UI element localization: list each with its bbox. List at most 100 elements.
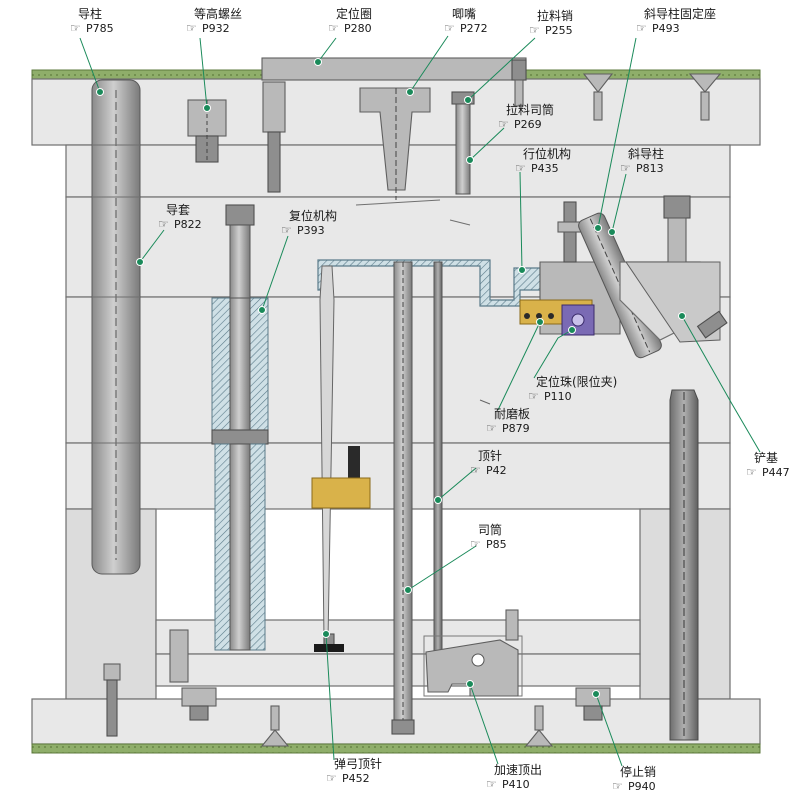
pointing-hand-icon: ☞ xyxy=(158,217,169,231)
callout-name: 唧嘴 xyxy=(452,7,476,21)
callout-page-ref[interactable]: P785 xyxy=(86,22,114,35)
pointing-hand-icon: ☞ xyxy=(470,463,481,477)
leader-dot xyxy=(464,96,472,104)
sprue-bushing xyxy=(355,87,441,206)
leader-dot xyxy=(568,326,576,334)
callout-ejector-sleeve: 司筒☞P85 xyxy=(404,522,507,594)
callout-name: 行位机构 xyxy=(523,146,571,161)
callout-name: 耐磨板 xyxy=(494,407,530,421)
leader-dot xyxy=(678,312,686,320)
callout-name: 铲基 xyxy=(754,450,778,465)
leader-line xyxy=(317,37,337,63)
leader-dot xyxy=(258,306,266,314)
leader-line xyxy=(681,315,761,453)
leader-line xyxy=(79,37,101,93)
pointing-hand-icon: ☞ xyxy=(186,21,197,35)
stop-pins xyxy=(169,629,611,721)
pointing-hand-icon: ☞ xyxy=(486,777,497,791)
callout-page-ref[interactable]: P452 xyxy=(342,772,370,785)
callout-page-ref[interactable]: P42 xyxy=(486,464,507,477)
callout-page-ref[interactable]: P813 xyxy=(636,162,664,175)
leader-dot xyxy=(322,630,330,638)
callout-name: 等高螺丝 xyxy=(194,6,242,21)
ejector-sleeve-rod xyxy=(391,261,415,735)
leader-line xyxy=(409,35,449,93)
leader-dot xyxy=(608,228,616,236)
leader-line xyxy=(533,329,573,379)
callout-page-ref[interactable]: P435 xyxy=(531,162,559,175)
callout-name: 弹弓顶针 xyxy=(334,756,382,771)
pointing-hand-icon: ☞ xyxy=(529,23,540,37)
callout-name: 导套 xyxy=(166,203,190,217)
callout-name: 定位珠(限位夹) xyxy=(536,374,617,389)
pointing-hand-icon: ☞ xyxy=(328,21,339,35)
callout-page-ref[interactable]: P85 xyxy=(486,538,507,551)
leader-dot xyxy=(406,88,414,96)
top-screw-right xyxy=(511,59,722,121)
callout-reset-mechanism: 复位机构☞P393 xyxy=(258,208,337,314)
leader-line xyxy=(325,633,335,761)
pointing-hand-icon: ☞ xyxy=(498,117,509,131)
callout-heel-block: 铲基☞P447 xyxy=(678,312,790,479)
labels-layer: 导柱☞P785等高螺丝☞P932定位圈☞P280唧嘴☞P272拉料销☞P255斜… xyxy=(70,6,790,793)
pointing-hand-icon: ☞ xyxy=(515,161,526,175)
top-plate-screw xyxy=(262,81,286,193)
callout-spring-ejector: 弹弓顶针☞ P452 xyxy=(322,630,382,785)
callout-name: 停止销 xyxy=(620,764,656,779)
callout-page-ref[interactable]: P410 xyxy=(502,778,530,791)
pointing-hand-icon: ☞ xyxy=(70,21,81,35)
leader-dot xyxy=(136,258,144,266)
callout-page-ref[interactable]: P879 xyxy=(502,422,530,435)
leader-line xyxy=(407,545,477,591)
leader-line xyxy=(519,171,523,271)
pointing-hand-icon: ☞ xyxy=(620,161,631,175)
leader-dot xyxy=(466,156,474,164)
callout-page-ref[interactable]: P822 xyxy=(174,218,202,231)
callout-page-ref[interactable]: P255 xyxy=(545,24,573,37)
leader-line xyxy=(437,467,477,501)
leader-dot xyxy=(518,266,526,274)
leader-line xyxy=(469,683,499,765)
pointing-hand-icon: ☞ xyxy=(636,21,647,35)
callout-slide-mechanism: 行位机构☞ P435 xyxy=(515,146,571,274)
callout-page-ref[interactable]: P280 xyxy=(344,22,372,35)
pointing-hand-icon: ☞ xyxy=(326,771,337,785)
accelerated-ejection xyxy=(423,609,523,697)
callout-page-ref[interactable]: P493 xyxy=(652,22,680,35)
leader-line xyxy=(469,127,505,161)
callout-locating-ring: 定位圈☞ P280 xyxy=(314,6,372,66)
leader-dot xyxy=(466,680,474,688)
callout-name: 加速顶出 xyxy=(494,763,542,777)
callout-page-ref[interactable]: P272 xyxy=(460,22,488,35)
leader-line xyxy=(199,37,208,109)
reset-mechanism xyxy=(211,204,269,651)
bottom-screws xyxy=(103,663,554,747)
pointing-hand-icon: ☞ xyxy=(444,21,455,35)
callout-name: 拉料司筒 xyxy=(506,102,554,117)
callout-stop-pin: 停止销☞P940 xyxy=(592,690,656,793)
callout-page-ref[interactable]: P940 xyxy=(628,780,656,793)
leader-dot xyxy=(434,496,442,504)
callout-angle-pin-holder: 斜导柱固定座☞P493 xyxy=(594,6,716,232)
parting-line xyxy=(479,399,491,405)
pointing-hand-icon: ☞ xyxy=(470,537,481,551)
bottom-insulation-plate xyxy=(31,743,761,754)
pointing-hand-icon: ☞ xyxy=(281,223,292,237)
leader-line xyxy=(611,173,627,233)
leader-line xyxy=(261,235,289,311)
leader-dot xyxy=(96,88,104,96)
callout-page-ref[interactable]: P932 xyxy=(202,22,230,35)
locating-ring xyxy=(261,57,527,81)
callout-puller-sleeve: 拉料司筒☞ P269 xyxy=(466,102,554,164)
callout-page-ref[interactable]: P269 xyxy=(514,118,542,131)
callout-name: 定位圈 xyxy=(336,6,372,21)
callout-shoulder-screw: 等高螺丝☞ P932 xyxy=(186,6,242,112)
spring-ejector xyxy=(311,446,371,652)
callout-page-ref[interactable]: P110 xyxy=(544,390,572,403)
callout-page-ref[interactable]: P393 xyxy=(297,224,325,237)
callout-guide-bush: 导套☞ P822 xyxy=(136,203,202,266)
pointing-hand-icon: ☞ xyxy=(528,389,539,403)
callout-page-ref[interactable]: P447 xyxy=(762,466,790,479)
leader-line xyxy=(497,321,541,411)
leader-dot xyxy=(594,224,602,232)
